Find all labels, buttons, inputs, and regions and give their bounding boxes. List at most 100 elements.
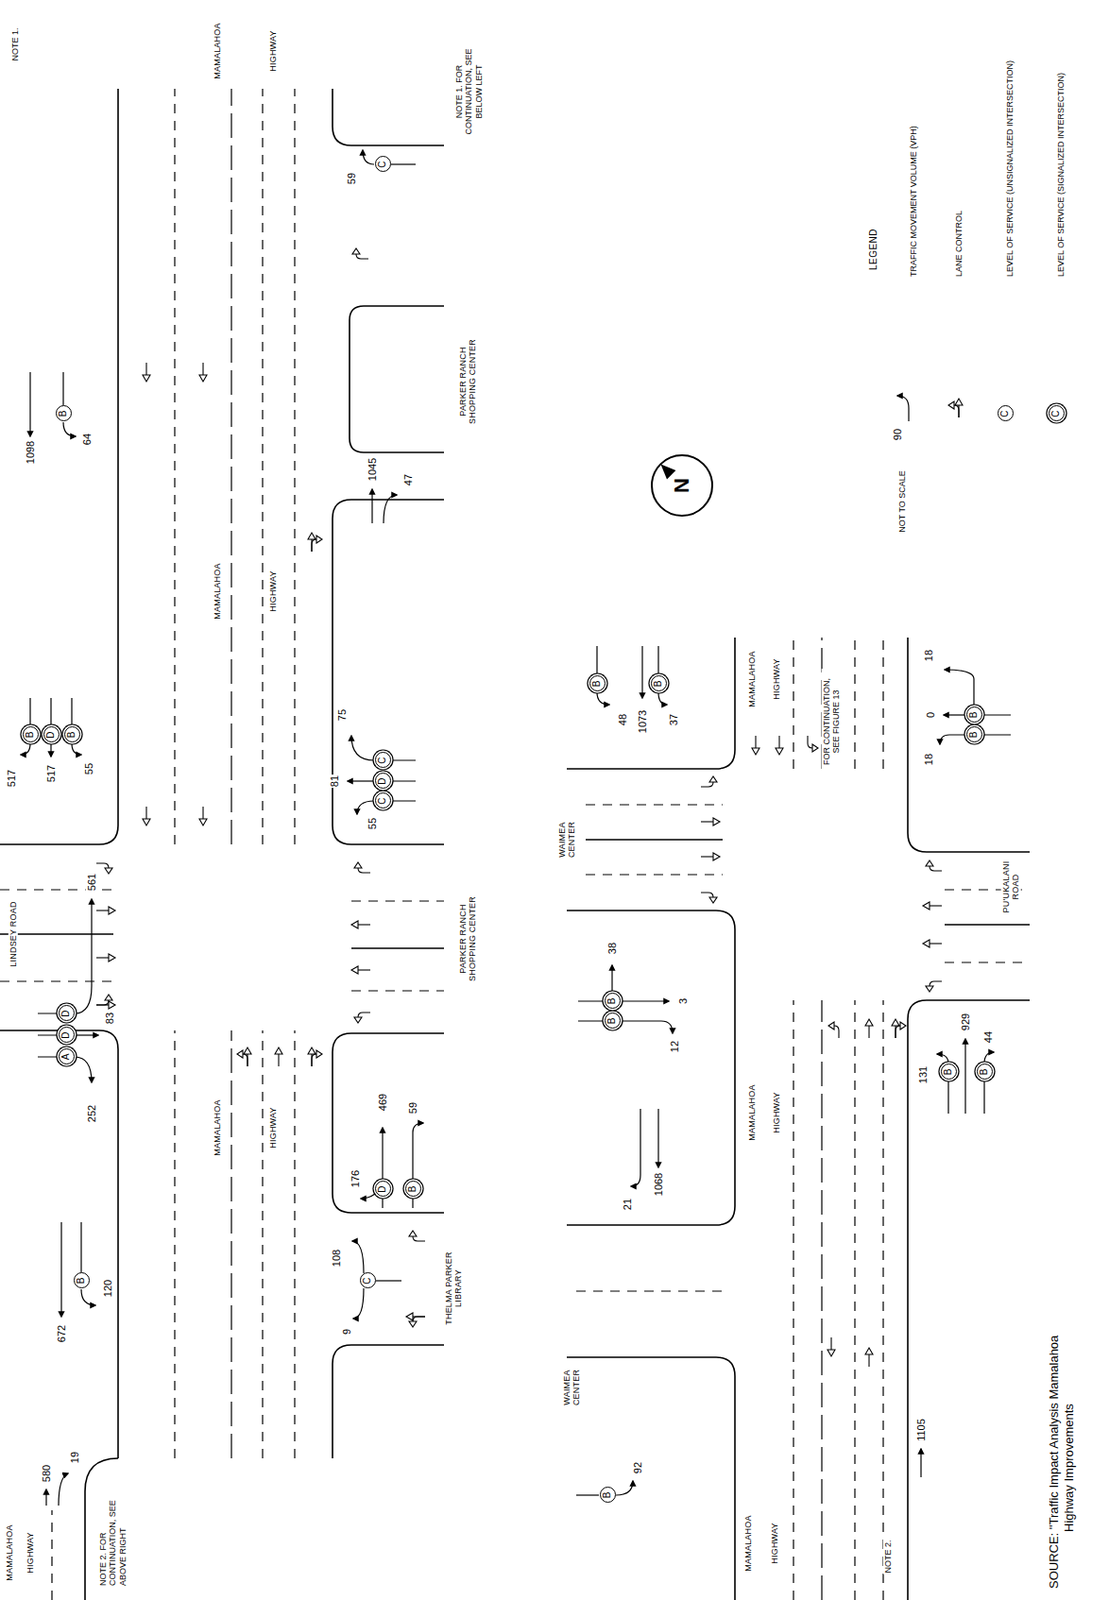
lane-arrow <box>865 1347 873 1367</box>
lane-line <box>0 88 1030 1600</box>
lane-line <box>792 637 794 1600</box>
lane-line <box>293 88 295 1459</box>
los-letter: B <box>58 410 69 418</box>
lane-arrow <box>352 248 369 259</box>
volume-number: 120 <box>102 1279 115 1298</box>
note-text: FOR CONTINUATION, SEE FIGURE 13 <box>821 668 842 775</box>
street-label: MAMALAHOA <box>212 1098 222 1157</box>
volume-number: 59 <box>407 1101 420 1115</box>
los-letter: C <box>377 756 388 764</box>
volume-number: 55 <box>366 817 379 831</box>
lane-line <box>51 1510 52 1600</box>
los-circle: B <box>966 727 983 744</box>
north-pointer <box>660 463 676 479</box>
lane-arrow <box>922 939 942 948</box>
los-circle: B <box>55 406 72 423</box>
movement-arrow <box>943 714 966 716</box>
median-line <box>820 637 822 1600</box>
movement-arrow <box>611 965 613 993</box>
lane-arrow <box>351 966 371 974</box>
volume-number: 929 <box>959 1012 973 1032</box>
street-label: HIGHWAY <box>771 657 782 700</box>
los-circle: C <box>375 752 392 769</box>
lane-line <box>882 637 884 1600</box>
movement-arrow <box>371 489 373 524</box>
los-circle: B <box>64 727 81 744</box>
movement-arrow <box>948 1080 985 1114</box>
source-caption: SOURCE: "Traffic Impact Analysis Mamalah… <box>1046 1329 1078 1589</box>
los-letter: D <box>61 1009 71 1017</box>
road-edge <box>907 1000 1030 1600</box>
lane-arrow <box>142 362 151 382</box>
los-letter: D <box>377 1185 388 1193</box>
lane-arrow <box>96 906 116 915</box>
legend-text: LEVEL OF SERVICE (UNSIGNALIZED INTERSECT… <box>1005 59 1015 278</box>
los-letter: B <box>969 712 979 719</box>
volume-number: 1068 <box>652 1172 666 1197</box>
lane-arrow <box>700 818 720 826</box>
volume-number: 81 <box>328 774 342 788</box>
volume-number: 59 <box>345 171 359 186</box>
volume-number: 83 <box>103 1011 117 1025</box>
los-letter: A <box>61 1054 71 1061</box>
los-circle: B <box>650 676 667 693</box>
street-label: PARKER RANCH SHOPPING CENTER <box>458 890 478 988</box>
movement-arrow <box>81 1289 96 1306</box>
los-circle: C <box>375 793 392 810</box>
movement-arrow <box>74 1057 92 1083</box>
road-edge <box>566 637 735 769</box>
lane-arrow <box>274 1047 283 1067</box>
movement-arrow <box>357 801 375 815</box>
los-letter: B <box>67 732 77 739</box>
lane-arrow <box>827 1337 836 1357</box>
lane-line <box>576 1290 728 1292</box>
volume-number: 580 <box>40 1464 53 1484</box>
los-letter: B <box>602 1492 613 1500</box>
volume-number: 21 <box>621 1197 634 1212</box>
los-letter: B <box>607 1018 617 1025</box>
los-circle: D <box>58 1006 75 1023</box>
movement-arrow <box>375 1279 402 1281</box>
los-circle: B <box>604 993 621 1010</box>
los-circle: D <box>58 1027 75 1044</box>
los-circle: B <box>940 1064 957 1081</box>
los-letter: B <box>653 681 664 688</box>
volume-number: 18 <box>922 752 936 767</box>
volume-number: 561 <box>85 872 99 892</box>
note-text: NOTE 1. FOR CONTINUATION, SEE BELOW LEFT <box>454 38 484 145</box>
movement-arrow <box>597 692 610 705</box>
street-label: THELMA PARKER LIBRARY <box>443 1245 464 1332</box>
los-letter: C <box>1051 409 1061 417</box>
movement-arrow <box>20 743 31 755</box>
movement-arrow <box>352 1241 364 1274</box>
lane-arrow <box>700 776 717 787</box>
lane-arrow <box>96 994 113 1006</box>
volume-number: 1105 <box>915 1417 928 1443</box>
los-circle: D <box>375 1181 392 1198</box>
movement-arrow <box>74 899 92 1014</box>
los-circle: B <box>73 1273 90 1290</box>
street-label: WAIMEA CENTER <box>562 1363 582 1413</box>
lane-arrow <box>311 535 323 552</box>
volume-number: 469 <box>376 1092 390 1112</box>
movement-arrow <box>45 1489 47 1506</box>
lane-line <box>585 804 723 875</box>
lane-arrow <box>237 1050 248 1067</box>
legend-heading: LEGEND <box>868 227 880 272</box>
movement-arrow <box>20 150 1011 1506</box>
lane-arrow <box>925 860 942 871</box>
road-edge <box>566 1357 735 1600</box>
volume-number: 3 <box>677 997 690 1006</box>
street-label: PARKER RANCH SHOPPING CENTER <box>458 333 478 430</box>
street-label: HIGHWAY <box>25 1531 35 1574</box>
lane-arrow <box>199 362 207 382</box>
legend-text: TRAFFIC MOVEMENT VOLUME (VPH) <box>908 124 919 278</box>
los-letter: N <box>671 477 693 494</box>
lane-arrow <box>96 248 963 1367</box>
los-circle: B <box>976 1064 993 1081</box>
volume-number: 55 <box>83 762 96 776</box>
los-letter: C <box>377 160 388 168</box>
legend-text: LANE CONTROL <box>954 209 964 278</box>
los-circle: B <box>589 676 606 693</box>
